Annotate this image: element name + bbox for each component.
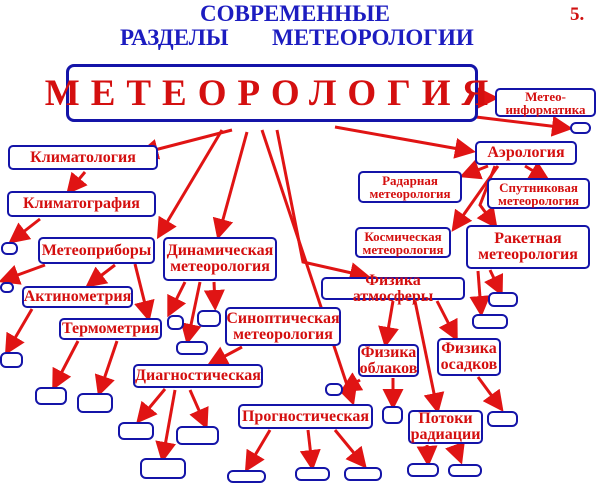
node-satellite-meteorology: Спутниковая метеорология <box>487 178 590 209</box>
arrow <box>156 129 224 240</box>
empty-box <box>176 426 219 445</box>
arrow <box>0 263 46 285</box>
node-precipitation-physics: Физика осадков <box>437 338 501 376</box>
arrow <box>8 217 41 244</box>
arrow <box>133 263 155 322</box>
node-rocket-meteorology: Ракетная метеорология <box>466 225 590 269</box>
node-radar-meteorology: Радарная метеорология <box>358 171 462 203</box>
empty-box <box>295 467 330 481</box>
empty-box <box>167 315 184 330</box>
node-atmospheric-physics: Физика атмосферы <box>321 272 465 304</box>
empty-box <box>0 282 14 293</box>
node-thermometry: Термометрия <box>59 318 162 340</box>
title-line-2b: МЕТЕОРОЛОГИИ <box>272 25 474 50</box>
arrow <box>445 441 465 465</box>
arrow <box>459 159 489 180</box>
node-instruments: Метеоприборы <box>38 237 155 264</box>
arrow <box>413 300 445 414</box>
arrow <box>244 429 272 473</box>
arrow <box>299 429 321 471</box>
empty-box <box>176 341 208 355</box>
empty-box <box>1 242 18 255</box>
arrow <box>435 300 458 342</box>
empty-box <box>0 352 23 368</box>
arrow <box>524 161 551 182</box>
arrow <box>180 281 202 345</box>
node-aerology: Аэрология <box>475 141 577 165</box>
arrow <box>155 389 177 463</box>
node-climatology: Климатология <box>8 145 158 170</box>
title-line-1: СОВРЕМЕННЫЕ <box>200 1 390 26</box>
node-meteoinformatics: Метео- информатика <box>495 88 596 117</box>
empty-box <box>407 463 439 477</box>
arrow <box>333 429 367 469</box>
node-synoptic-meteorology: Синоптическая метеорология <box>225 307 341 346</box>
empty-box <box>488 292 518 307</box>
node-actinometry: Актинометрия <box>22 286 133 308</box>
arrow <box>52 340 80 391</box>
empty-box <box>35 387 67 405</box>
arrow <box>167 281 187 318</box>
node-radiation-fluxes: Потоки радиации <box>408 410 483 444</box>
title-line-2a: РАЗДЕЛЫ <box>120 25 229 50</box>
node-space-meteorology: Космическая метеорология <box>355 227 451 258</box>
node-dynamic-meteorology: Динамическая метеорология <box>163 237 277 281</box>
node-cloud-physics: Физика облаков <box>358 343 419 377</box>
arrow <box>66 171 88 195</box>
empty-box <box>227 470 266 483</box>
arrow <box>334 125 476 159</box>
empty-box <box>448 464 482 477</box>
empty-box <box>570 122 591 134</box>
empty-box <box>472 314 508 329</box>
arrow <box>4 308 34 356</box>
arrow <box>85 263 116 288</box>
node-meteorology: МЕТЕОРОЛОГИЯ <box>45 64 488 122</box>
arrow <box>475 115 573 137</box>
empty-box <box>197 310 221 327</box>
arrow <box>212 131 249 240</box>
empty-box <box>325 383 343 396</box>
arrow <box>339 372 364 393</box>
arrow <box>275 129 371 283</box>
empty-box <box>382 406 403 424</box>
page-number: 5. <box>570 4 585 25</box>
arrow <box>136 388 167 424</box>
empty-box <box>487 411 518 427</box>
arrow <box>469 270 491 317</box>
arrow <box>484 269 504 297</box>
empty-box <box>140 458 186 479</box>
empty-box <box>77 393 113 413</box>
arrow <box>416 444 438 467</box>
empty-box <box>118 422 154 440</box>
node-prognostic: Прогностическая <box>238 404 373 429</box>
node-climatography: Климатография <box>7 191 156 217</box>
arrow <box>206 345 243 366</box>
arrow <box>188 389 209 430</box>
node-diagnostic: Диагностическая <box>133 364 263 388</box>
arrow <box>476 376 504 412</box>
arrow <box>260 129 358 406</box>
arrow <box>94 340 119 397</box>
empty-box <box>344 467 382 481</box>
arrow <box>203 281 225 311</box>
arrow <box>378 300 399 348</box>
